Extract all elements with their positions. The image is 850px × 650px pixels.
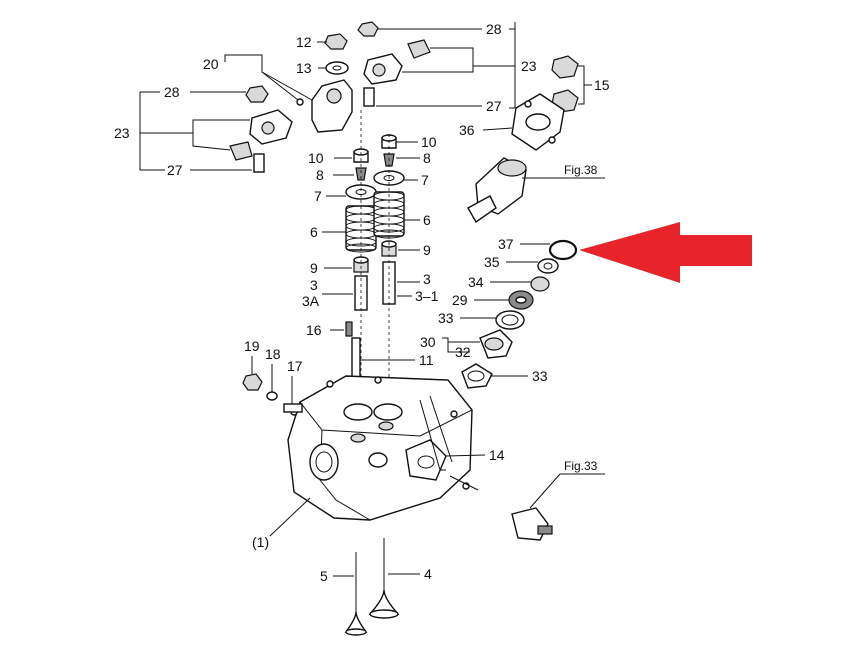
- label-9-left: 9: [310, 260, 318, 276]
- adjust-screw-27-right-part: [363, 87, 375, 107]
- highlight-arrow-pointing-to-part-37: [579, 222, 752, 283]
- label-14: 14: [489, 447, 505, 463]
- washer-35-part: [537, 258, 559, 274]
- label-37: 37: [498, 236, 514, 252]
- label-5: 5: [320, 568, 328, 584]
- label-28-top: 28: [486, 21, 502, 37]
- adjust-screw-27-left-part: [253, 153, 265, 173]
- sensor-fig33-part: [511, 507, 549, 541]
- nut-12-part: [324, 33, 348, 50]
- cap-15-upper-part: [551, 55, 579, 79]
- label-16: 16: [306, 322, 322, 338]
- head-small-parts-left: [242, 356, 303, 413]
- label-33-lower: 33: [532, 368, 548, 384]
- label-19: 19: [244, 338, 260, 354]
- label-10-left: 10: [308, 150, 324, 166]
- label-3-1: 3–1: [415, 288, 439, 304]
- bushing-23-right-part: [407, 39, 431, 59]
- cylinder-head-body: [269, 375, 486, 537]
- ring-34-part: [530, 276, 550, 292]
- label-fig38: Fig.38: [564, 163, 598, 177]
- gasket-33-upper-part: [495, 310, 525, 330]
- label-23-left: 23: [114, 125, 130, 141]
- valve-4-part: [368, 589, 400, 615]
- gasket-33-lower-part: [461, 363, 493, 389]
- label-fig33: Fig.33: [564, 459, 598, 473]
- nut-19-part: [242, 373, 263, 391]
- label-15: 15: [594, 77, 610, 93]
- rocker-arm-assembly-top: [224, 21, 592, 151]
- o-ring-37-part: [548, 239, 578, 261]
- bushing-23-left-part: [229, 141, 253, 161]
- valve-5-part: [344, 611, 368, 633]
- label-34: 34: [468, 274, 484, 290]
- label-3A: 3A: [302, 293, 320, 309]
- label-12: 12: [296, 34, 312, 50]
- label-1-cylinder-head: (1): [252, 534, 269, 550]
- label-6-right: 6: [423, 212, 431, 228]
- label-10-right: 10: [421, 134, 437, 150]
- injector-seal-stack: [442, 239, 578, 389]
- label-7-right: 7: [421, 172, 429, 188]
- rocker-support-20-part: [311, 79, 353, 133]
- label-13: 13: [296, 60, 312, 76]
- label-29: 29: [452, 292, 468, 308]
- washer-13-part: [325, 61, 349, 75]
- label-4: 4: [424, 566, 432, 582]
- injector-assembly: [467, 157, 605, 224]
- label-18: 18: [265, 346, 281, 362]
- label-8-right: 8: [423, 150, 431, 166]
- label-9-right: 9: [423, 242, 431, 258]
- label-35: 35: [484, 254, 500, 270]
- label-27-right: 27: [486, 98, 502, 114]
- washer-18-part: [266, 391, 278, 401]
- label-11: 11: [419, 352, 434, 368]
- label-7-left: 7: [314, 188, 322, 204]
- pin-16-part: [345, 321, 353, 337]
- label-8-left: 8: [316, 167, 324, 183]
- valve-spring-6-left-part: [345, 205, 377, 253]
- label-27-left: 27: [167, 162, 183, 178]
- label-30: 30: [420, 334, 436, 350]
- label-3-left: 3: [310, 277, 318, 293]
- label-36: 36: [459, 122, 475, 138]
- label-23-right: 23: [521, 58, 537, 74]
- valves: [333, 538, 420, 636]
- stud-17-part: [283, 403, 303, 413]
- label-32: 32: [455, 344, 471, 360]
- rocker-arm-assembly-left: [139, 85, 293, 173]
- label-6-left: 6: [310, 224, 318, 240]
- label-20: 20: [203, 56, 219, 72]
- nut-28-top-part: [357, 21, 379, 37]
- nut-28-left-part: [245, 85, 269, 103]
- sensor-fig33-assembly: [511, 473, 605, 541]
- label-33-upper: 33: [438, 310, 454, 326]
- label-3-right: 3: [423, 271, 431, 287]
- valve-train-stack: [322, 110, 420, 400]
- cotter-8-left-part: [355, 167, 367, 181]
- label-17: 17: [287, 358, 303, 374]
- label-28-left: 28: [164, 84, 180, 100]
